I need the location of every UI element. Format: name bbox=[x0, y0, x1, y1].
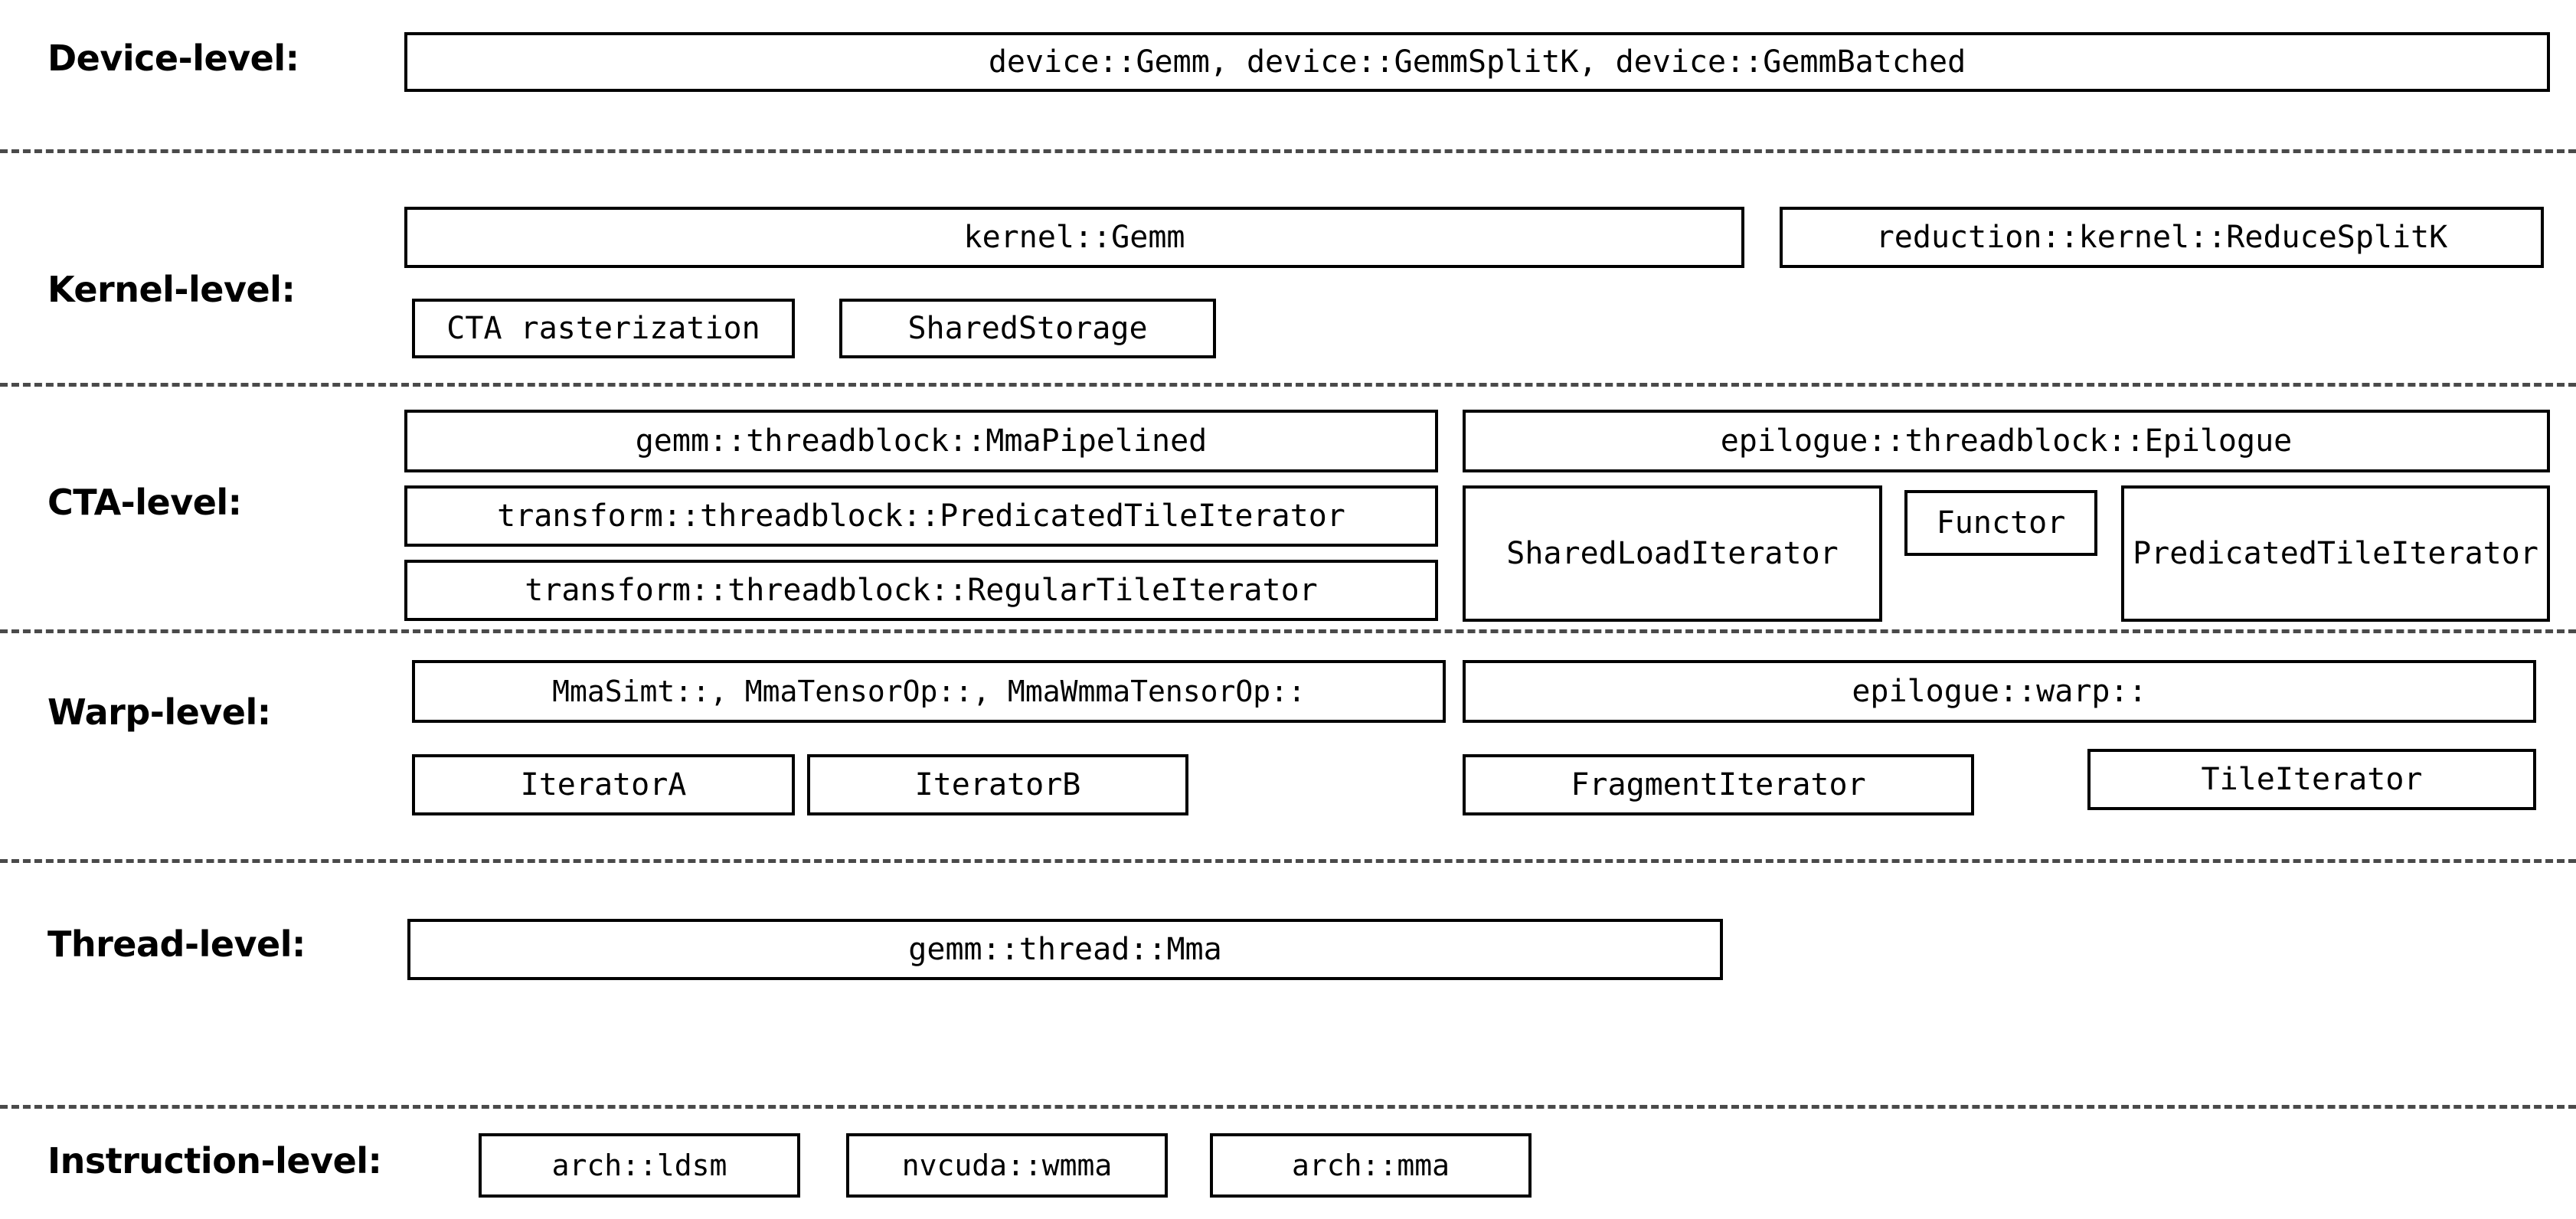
tileiterator-label: TileIterator bbox=[2201, 762, 2423, 797]
gemm-thread-mma-box[interactable]: gemm::thread::Mma bbox=[407, 919, 1723, 980]
fragmentiterator-label: FragmentIterator bbox=[1571, 767, 1866, 802]
level-label-cta: CTA-level: bbox=[47, 482, 242, 523]
arch-mma-box[interactable]: arch::mma bbox=[1210, 1133, 1532, 1198]
mma-warp-ops-box[interactable]: MmaSimt::, MmaTensorOp::, MmaWmmaTensorO… bbox=[412, 660, 1446, 723]
epilogue-predicated-tile-iterator-box[interactable]: PredicatedTileIterator bbox=[2121, 485, 2550, 622]
divider-device-kernel bbox=[0, 149, 2576, 153]
device-gemm-label: device::Gemm, device::GemmSplitK, device… bbox=[988, 44, 1966, 80]
level-label-thread: Thread-level: bbox=[47, 923, 306, 965]
divider-kernel-cta bbox=[0, 383, 2576, 387]
regular-tile-iterator-box[interactable]: transform::threadblock::RegularTileItera… bbox=[404, 560, 1438, 621]
sharedloaditerator-box[interactable]: SharedLoadIterator bbox=[1463, 485, 1882, 622]
reduction-reducesplitk-box[interactable]: reduction::kernel::ReduceSplitK bbox=[1780, 207, 2544, 268]
sharedloaditerator-label: SharedLoadIterator bbox=[1506, 536, 1839, 571]
level-label-instruction: Instruction-level: bbox=[47, 1140, 382, 1181]
predicated-tile-iterator-label: transform::threadblock::PredicatedTileIt… bbox=[497, 498, 1345, 534]
iterator-a-label: IteratorA bbox=[520, 767, 687, 802]
epilogue-warp-box[interactable]: epilogue::warp:: bbox=[1463, 660, 2536, 723]
iterator-a-box[interactable]: IteratorA bbox=[412, 754, 795, 815]
level-label-kernel: Kernel-level: bbox=[47, 269, 296, 310]
kernel-gemm-box[interactable]: kernel::Gemm bbox=[404, 207, 1744, 268]
arch-ldsm-box[interactable]: arch::ldsm bbox=[479, 1133, 800, 1198]
nvcuda-wmma-label: nvcuda::wmma bbox=[901, 1149, 1113, 1182]
tileiterator-box[interactable]: TileIterator bbox=[2087, 749, 2536, 810]
iterator-b-label: IteratorB bbox=[914, 767, 1081, 802]
divider-warp-thread bbox=[0, 859, 2576, 863]
gemm-thread-mma-label: gemm::thread::Mma bbox=[908, 932, 1222, 967]
cta-rasterization-label: CTA rasterization bbox=[446, 311, 760, 346]
iterator-b-box[interactable]: IteratorB bbox=[807, 754, 1188, 815]
sharedstorage-label: SharedStorage bbox=[907, 311, 1148, 346]
sharedstorage-box[interactable]: SharedStorage bbox=[839, 299, 1216, 358]
regular-tile-iterator-label: transform::threadblock::RegularTileItera… bbox=[525, 573, 1318, 608]
arch-ldsm-label: arch::ldsm bbox=[551, 1149, 727, 1182]
nvcuda-wmma-box[interactable]: nvcuda::wmma bbox=[846, 1133, 1168, 1198]
mmapipelined-box[interactable]: gemm::threadblock::MmaPipelined bbox=[404, 410, 1438, 472]
divider-cta-warp bbox=[0, 629, 2576, 633]
reduction-reducesplitk-label: reduction::kernel::ReduceSplitK bbox=[1875, 220, 2448, 255]
divider-thread-instruction bbox=[0, 1105, 2576, 1109]
predicated-tile-iterator-box[interactable]: transform::threadblock::PredicatedTileIt… bbox=[404, 485, 1438, 547]
kernel-gemm-label: kernel::Gemm bbox=[963, 220, 1185, 255]
epilogue-threadblock-label: epilogue::threadblock::Epilogue bbox=[1720, 423, 2293, 459]
mmapipelined-label: gemm::threadblock::MmaPipelined bbox=[635, 423, 1208, 459]
functor-box[interactable]: Functor bbox=[1904, 490, 2097, 556]
epilogue-predicated-tile-iterator-label: PredicatedTileIterator bbox=[2133, 536, 2538, 571]
fragmentiterator-box[interactable]: FragmentIterator bbox=[1463, 754, 1974, 815]
level-label-device: Device-level: bbox=[47, 38, 299, 79]
level-label-warp: Warp-level: bbox=[47, 691, 271, 733]
device-gemm-box[interactable]: device::Gemm, device::GemmSplitK, device… bbox=[404, 32, 2550, 92]
epilogue-threadblock-box[interactable]: epilogue::threadblock::Epilogue bbox=[1463, 410, 2550, 472]
cta-rasterization-box[interactable]: CTA rasterization bbox=[412, 299, 795, 358]
functor-label: Functor bbox=[1936, 505, 2066, 541]
arch-mma-label: arch::mma bbox=[1292, 1149, 1450, 1182]
epilogue-warp-label: epilogue::warp:: bbox=[1852, 674, 2147, 709]
mma-warp-ops-label: MmaSimt::, MmaTensorOp::, MmaWmmaTensorO… bbox=[552, 675, 1306, 708]
